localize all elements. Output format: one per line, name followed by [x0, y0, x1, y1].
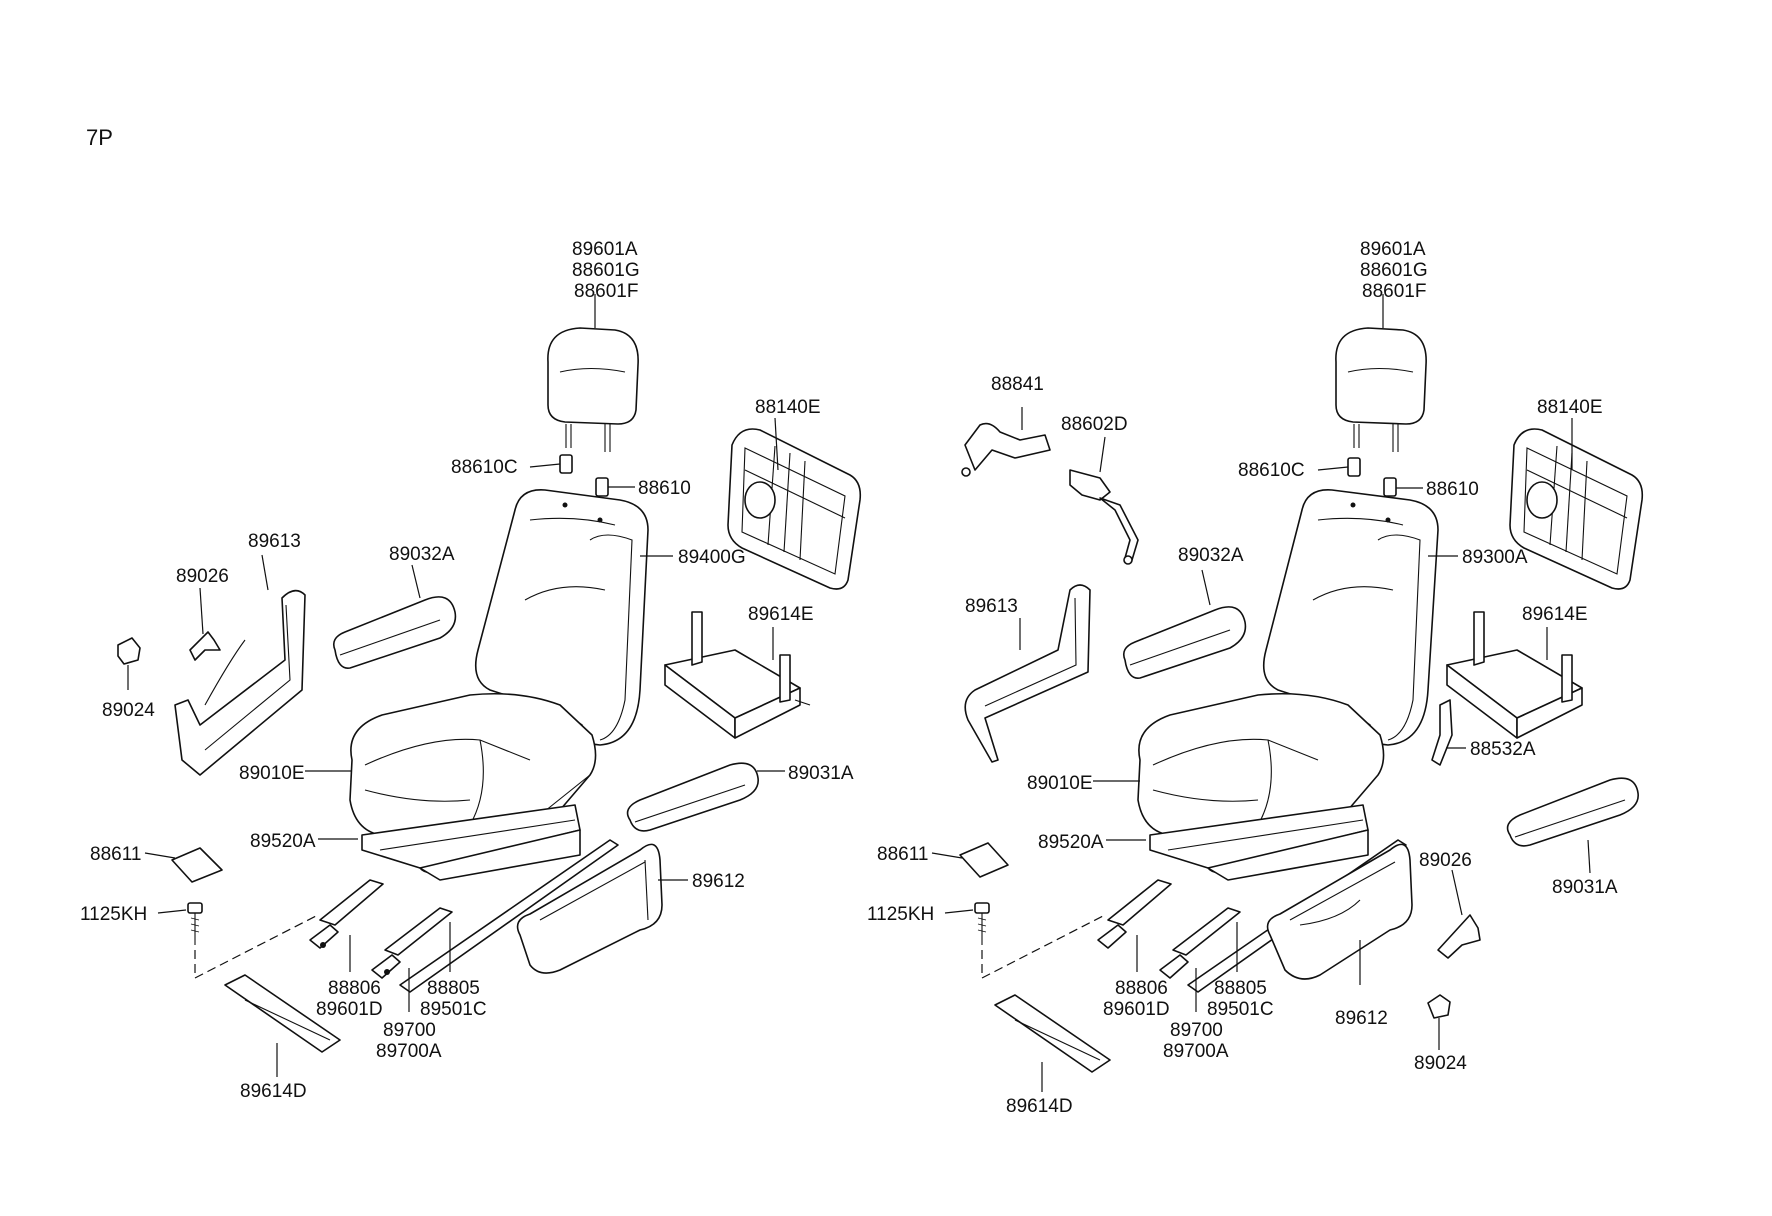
- label-88602D: 88602D: [1061, 414, 1128, 435]
- lever-icon: [1437, 914, 1481, 959]
- label-89501C: 89501C: [420, 999, 487, 1020]
- label-88806: 88806: [1115, 978, 1168, 999]
- bracket-icon: [1431, 699, 1453, 766]
- seat-cushion-icon: [1137, 692, 1385, 836]
- armrest-lower-icon: [626, 762, 759, 832]
- pad-icon: [171, 847, 223, 883]
- label-89501C: 89501C: [1207, 999, 1274, 1020]
- seat-back-icon: [1262, 489, 1439, 746]
- label-89024: 89024: [102, 700, 155, 721]
- label-89700A: 89700A: [376, 1041, 442, 1062]
- back-frame-icon: [727, 428, 862, 590]
- label-89601D: 89601D: [1103, 999, 1170, 1020]
- mounting-dashline: [194, 914, 319, 979]
- label-89601A: 89601A: [572, 239, 638, 260]
- bolt-icon: [974, 902, 990, 945]
- label-88805: 88805: [427, 978, 480, 999]
- label-88806: 88806: [328, 978, 381, 999]
- label-89601D: 89601D: [316, 999, 383, 1020]
- label-88610: 88610: [1426, 479, 1479, 500]
- side-shield-icon: [516, 843, 663, 974]
- label-89300A: 89300A: [1462, 547, 1528, 568]
- label-89010E: 89010E: [1027, 773, 1093, 794]
- seat-rails-icon: [309, 839, 619, 993]
- seat-riser-icon: [1149, 804, 1369, 881]
- label-89010E: 89010E: [239, 763, 305, 784]
- label-89612: 89612: [692, 871, 745, 892]
- label-89031A: 89031A: [1552, 877, 1618, 898]
- label-88610C: 88610C: [1238, 460, 1305, 481]
- label-88601F: 88601F: [1362, 281, 1426, 302]
- floor-plate-icon: [994, 994, 1111, 1073]
- label-89614E: 89614E: [1522, 604, 1588, 625]
- label-89700: 89700: [1170, 1020, 1223, 1041]
- label-89700: 89700: [383, 1020, 436, 1041]
- label-89612: 89612: [1335, 1008, 1388, 1029]
- side-shield-icon: [1266, 843, 1413, 980]
- seat-belt-buckle-icon: [961, 422, 1051, 477]
- label-89613: 89613: [248, 531, 301, 552]
- label-88601G: 88601G: [1360, 260, 1428, 281]
- label-88601G: 88601G: [572, 260, 640, 281]
- armrest-upper-icon: [1122, 606, 1247, 679]
- label-88140E: 88140E: [1537, 397, 1603, 418]
- knob-icon: [1427, 994, 1451, 1019]
- tray-icon: [664, 611, 811, 739]
- label-88610C: 88610C: [451, 457, 518, 478]
- label-1125KH: 1125KH: [867, 904, 934, 925]
- label-89520A: 89520A: [250, 831, 316, 852]
- label-88140E: 88140E: [755, 397, 821, 418]
- labels-right: 89601A 88601G 88601F 88841 88602D 88610C…: [867, 239, 1618, 1117]
- right-seat-assembly: 89601A 88601G 88601F 88841 88602D 88610C…: [867, 239, 1644, 1117]
- label-89613: 89613: [965, 596, 1018, 617]
- armrest-lower-icon: [1506, 777, 1639, 847]
- label-89614E: 89614E: [748, 604, 814, 625]
- label-89032A: 89032A: [1178, 545, 1244, 566]
- side-cover-rear-icon: [174, 589, 306, 776]
- back-frame-icon: [1509, 428, 1644, 590]
- seat-riser-icon: [361, 804, 581, 881]
- headrest-icon: [1335, 327, 1427, 452]
- label-89024: 89024: [1414, 1053, 1467, 1074]
- labels-left: 89601A 88601G 88601F 88610C 88610 88140E…: [80, 239, 854, 1102]
- label-89614D: 89614D: [240, 1081, 307, 1102]
- side-cover-rear-icon: [964, 584, 1091, 763]
- leader-lines-left: [127, 294, 785, 1077]
- label-89032A: 89032A: [389, 544, 455, 565]
- bolt-icon: [187, 902, 203, 945]
- seat-back-icon: [474, 489, 649, 746]
- mounting-dashline: [981, 914, 1106, 979]
- label-88532A: 88532A: [1470, 739, 1536, 760]
- leader-lines-right: [931, 294, 1591, 1092]
- pad-icon: [959, 842, 1009, 878]
- headrest-guide-icon: [559, 454, 609, 497]
- label-1125KH: 1125KH: [80, 904, 147, 925]
- armrest-upper-icon: [332, 596, 457, 669]
- label-89520A: 89520A: [1038, 832, 1104, 853]
- label-89601A: 89601A: [1360, 239, 1426, 260]
- page-tag: 7P: [86, 125, 113, 150]
- tray-icon: [1446, 611, 1583, 739]
- label-88611: 88611: [877, 844, 928, 865]
- headrest-guide-icon: [1347, 457, 1397, 497]
- headrest-icon: [547, 327, 639, 452]
- label-89614D: 89614D: [1006, 1096, 1073, 1117]
- left-seat-assembly: 89601A 88601G 88601F 88610C 88610 88140E…: [80, 239, 862, 1102]
- seat-belt-strap-icon: [1069, 469, 1139, 565]
- label-89026: 89026: [1419, 850, 1472, 871]
- label-89400G: 89400G: [678, 547, 746, 568]
- label-88601F: 88601F: [574, 281, 638, 302]
- label-88611: 88611: [90, 844, 141, 865]
- label-88841: 88841: [991, 374, 1044, 395]
- label-89700A: 89700A: [1163, 1041, 1229, 1062]
- knob-icon: [117, 637, 141, 665]
- lever-icon: [189, 631, 221, 661]
- floor-plate-icon: [224, 974, 341, 1053]
- label-88610: 88610: [638, 478, 691, 499]
- label-88805: 88805: [1214, 978, 1267, 999]
- label-89026: 89026: [176, 566, 229, 587]
- label-89031A: 89031A: [788, 763, 854, 784]
